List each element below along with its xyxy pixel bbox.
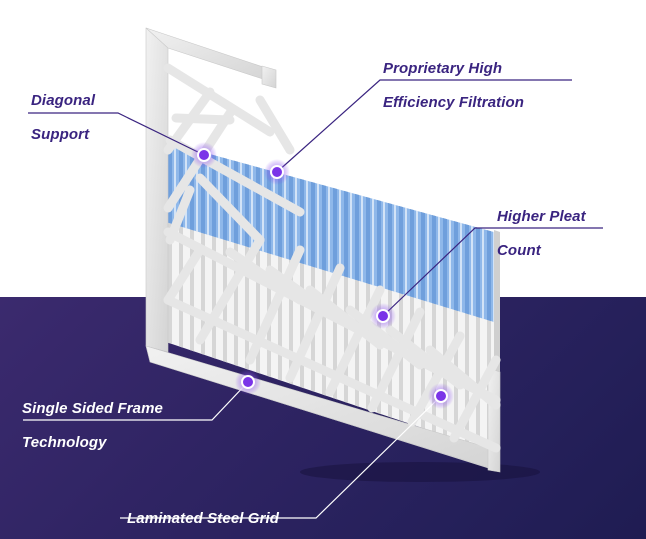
pleat-shade-blue: [212, 142, 216, 322]
diagonal-support-lattice: [163, 63, 501, 453]
pleat-shade-blue: [421, 142, 425, 322]
pleat-shade-blue: [399, 142, 403, 322]
callout-line-filtration: [276, 79, 572, 173]
pleat-shade: [366, 142, 370, 452]
pleat-shade-blue: [465, 142, 469, 322]
pleat-shade-blue: [223, 142, 227, 322]
pleat-highlight: [328, 142, 330, 322]
pleat-highlight: [229, 142, 231, 322]
dot-grid: [428, 383, 454, 409]
pleat-highlight: [284, 142, 286, 322]
pleat-shade: [333, 142, 337, 452]
pleat-highlight: [207, 142, 209, 322]
callout-line-grid: [120, 395, 442, 519]
pleat-shade-blue: [476, 142, 480, 322]
callout-lines: [23, 79, 603, 519]
callout-line-frame: [23, 381, 249, 421]
pleat-highlight: [240, 142, 242, 322]
pleat-highlight: [317, 142, 319, 322]
dot-diagonal-support: [191, 142, 217, 168]
pleat-shade-blue: [300, 142, 304, 322]
callout-line-pleat-count: [382, 227, 603, 317]
pleat-shade: [388, 142, 392, 452]
label-diagonal-support: Diagonal Support: [31, 92, 96, 143]
callout-line-diagonal-support: [28, 112, 205, 156]
dot-filtration: [264, 159, 290, 185]
pleat-shade: [267, 142, 271, 452]
pleat-highlight: [405, 142, 407, 322]
pleat-highlight: [306, 142, 308, 322]
label-pleat-count: Higher Pleat Count: [497, 208, 586, 259]
pleat-highlight: [471, 142, 473, 322]
pleat-highlight: [438, 142, 440, 322]
pleat-shade-blue: [377, 142, 381, 322]
pleat-shade: [355, 142, 359, 452]
pleat-highlight: [262, 142, 264, 322]
pleat-shade: [234, 142, 238, 452]
dot-pleat-count: [370, 303, 396, 329]
pleat-shade-blue: [366, 142, 370, 322]
filter-frame: [145, 27, 501, 473]
pleat-highlight: [339, 142, 341, 322]
label-frame: Single Sided Frame Technology: [22, 400, 164, 451]
pleat-shade-blue: [454, 142, 458, 322]
pleat-shade-blue: [333, 142, 337, 322]
pleat-shade-blue: [388, 142, 392, 322]
pleat-shade-blue: [234, 142, 238, 322]
pleat-highlight: [449, 142, 451, 322]
pleat-shade: [190, 142, 194, 452]
pleat-highlight: [493, 142, 494, 322]
pleat-highlight: [372, 142, 374, 322]
pleat-highlight: [218, 142, 220, 322]
pleat-shade-blue: [267, 142, 271, 322]
pleat-shade-blue: [443, 142, 447, 322]
pleat-highlight: [427, 142, 429, 322]
pleat-highlight: [295, 142, 297, 322]
label-filtration: Proprietary High Efficiency Filtration: [383, 60, 525, 111]
pleat-shade: [256, 142, 260, 452]
pleat-highlight: [394, 142, 396, 322]
filter-shadow: [300, 462, 540, 482]
pleat-shade-blue: [322, 142, 326, 322]
pleat-highlight: [350, 142, 352, 322]
pleat-shade: [399, 142, 403, 452]
pleat-shade-blue: [278, 142, 282, 322]
pleat-shade-blue: [487, 142, 491, 322]
pleat-shade-blue: [410, 142, 414, 322]
pleat-shade: [245, 142, 249, 452]
pleat-highlight: [361, 142, 363, 322]
pleat-highlight: [460, 142, 462, 322]
pleat-shade: [201, 142, 205, 452]
pleat-shade: [212, 142, 216, 452]
pleat-shade-blue: [311, 142, 315, 322]
pleat-highlight: [273, 142, 275, 322]
callout-dots: [191, 142, 454, 409]
pleat-shade: [344, 142, 348, 452]
pleat-shade: [179, 142, 183, 452]
pleat-shade-blue: [201, 142, 205, 322]
pleat-highlight: [383, 142, 385, 322]
pleat-highlight: [416, 142, 418, 322]
pleat-shade-blue: [355, 142, 359, 322]
dot-frame: [235, 369, 261, 395]
pleat-shade-blue: [344, 142, 348, 322]
pleat-highlight: [482, 142, 484, 322]
pleat-shade-blue: [289, 142, 293, 322]
label-grid: Laminated Steel Grid: [127, 510, 280, 527]
pleat-shade-blue: [432, 142, 436, 322]
